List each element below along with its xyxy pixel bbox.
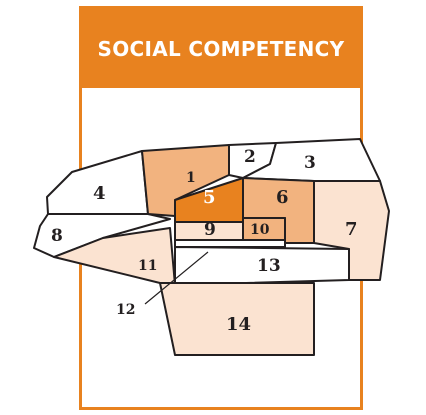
label-3: 3 [304,153,316,173]
region-12-leader [144,251,209,305]
label-2: 2 [244,147,256,167]
label-13: 13 [257,256,281,276]
label-5: 5 [203,187,216,208]
label-12: 12 [116,302,135,318]
label-6: 6 [276,187,289,208]
label-10: 10 [250,222,270,238]
region-7[interactable] [313,180,390,281]
region-13[interactable] [174,246,350,286]
region-12[interactable] [174,239,286,248]
label-4: 4 [93,183,106,204]
label-8: 8 [51,226,63,246]
card-header: SOCIAL COMPETENCY [82,9,360,88]
region-11[interactable] [53,227,176,286]
card-title: SOCIAL COMPETENCY [97,36,345,61]
label-14: 14 [226,314,251,335]
label-7: 7 [345,219,358,240]
label-9: 9 [204,220,216,240]
region-14[interactable] [159,282,315,356]
region-labels: 1 2 3 4 5 6 7 8 9 10 11 12 13 14 [51,147,358,335]
label-11: 11 [138,258,157,274]
label-1: 1 [186,170,196,186]
